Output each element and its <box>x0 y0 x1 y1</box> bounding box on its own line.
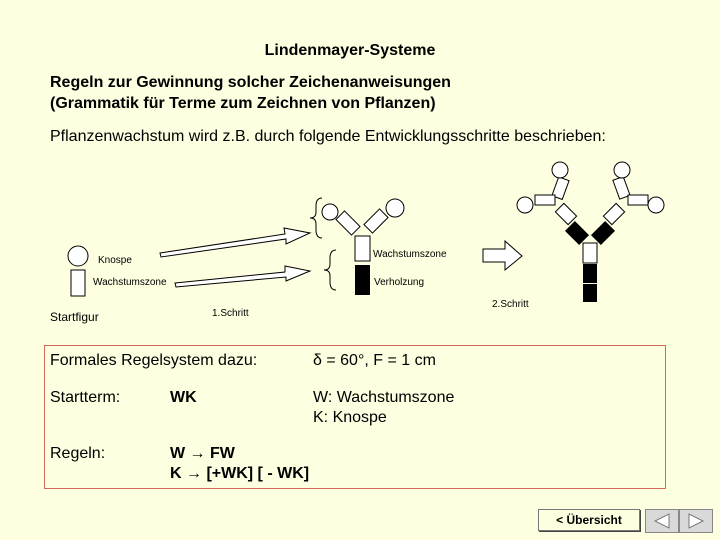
step2-bud-2 <box>552 162 568 178</box>
step2-woody-trunk-1 <box>583 264 597 283</box>
step1-left-zone <box>336 211 360 235</box>
step2-branch-2 <box>613 177 630 200</box>
overview-link[interactable]: < Übersicht <box>538 509 640 531</box>
legend-k: K: Knospe <box>313 407 387 428</box>
legend-w: W: Wachstumszone <box>313 387 454 408</box>
label-verholzung: Verholzung <box>374 277 424 288</box>
step1-growth-zone <box>355 236 370 261</box>
step2-bud-3 <box>614 162 630 178</box>
next-button[interactable] <box>679 509 713 533</box>
rules-header: Formales Regelsystem dazu: <box>50 350 257 371</box>
start-bud-circle <box>68 246 88 266</box>
rule-1: W → FW <box>170 443 235 464</box>
start-growth-zone-rect <box>71 270 85 296</box>
label-schritt1: 1.Schritt <box>212 308 249 319</box>
step2-zone-right-upper <box>628 195 648 205</box>
step1-left-bud <box>322 204 338 220</box>
growth-diagram <box>0 0 720 340</box>
rules-params: δ = 60°, F = 1 cm <box>313 350 436 371</box>
label-schritt2: 2.Schritt <box>492 299 529 310</box>
label-wachstumszone-left: Wachstumszone <box>93 277 167 288</box>
previous-button[interactable] <box>645 509 679 533</box>
startterm-label: Startterm: <box>50 387 120 408</box>
step1-woody-zone <box>355 265 370 295</box>
step1-right-zone <box>364 209 388 233</box>
rule-2: K → [+WK] [ - WK] <box>170 463 309 484</box>
arrow-wachstumszone <box>175 266 310 287</box>
triangle-right-icon <box>680 510 712 532</box>
triangle-left-icon <box>646 510 678 532</box>
startterm-value: WK <box>170 387 197 408</box>
brace-top <box>310 198 322 238</box>
step2-zone-right-mid <box>603 203 624 224</box>
step2-woody-trunk-2 <box>583 284 597 302</box>
step2-zone-left-upper <box>535 195 555 205</box>
step2-zone-left-mid <box>555 203 576 224</box>
label-wachstumszone-right: Wachstumszone <box>373 249 447 260</box>
arrow-step2 <box>483 241 522 270</box>
step2-growth-zone <box>583 243 597 263</box>
step2-bud-4 <box>648 197 664 213</box>
regeln-label: Regeln: <box>50 443 105 464</box>
arrow-knospe <box>160 228 310 257</box>
step2-bud-1 <box>517 197 533 213</box>
step1-right-bud <box>386 199 404 217</box>
label-knospe: Knospe <box>98 255 132 266</box>
label-startfigur: Startfigur <box>50 310 99 324</box>
brace-bottom <box>324 250 336 290</box>
